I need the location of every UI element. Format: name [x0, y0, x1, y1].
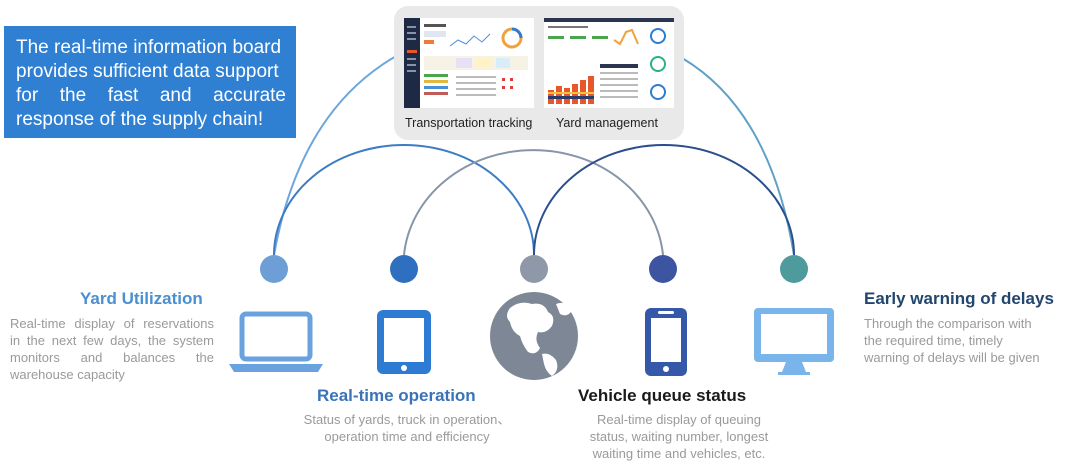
vehicle-queue-title: Vehicle queue status [578, 386, 747, 405]
arc-yard-to-globe [273, 144, 535, 256]
callout-line: for the fast and accurate [16, 85, 286, 106]
node-yard-utilization [260, 255, 288, 283]
arc-dashboard-right-to-early-warning [681, 57, 795, 256]
description-line: status, waiting number, longest [589, 429, 769, 444]
arc-globe-to-monitor [533, 144, 795, 256]
description-line: Status of yards, truck in operation、 [303, 412, 511, 427]
callout-line: The real-time information board [16, 37, 282, 58]
description-line: Real-time display of queuing [596, 412, 762, 427]
smartphone-icon [645, 308, 687, 376]
callout-line: response of the supply chain! [16, 109, 264, 130]
node-globe [520, 255, 548, 283]
description-line: in the next few days, the system [10, 333, 214, 348]
early-warning-description: Through the comparison with the required… [864, 315, 1076, 366]
transportation-tracking-caption: Transportation tracking [405, 116, 533, 130]
tablet-icon [377, 310, 431, 374]
description-line: Through the comparison with [864, 316, 1032, 331]
yard-utilization-description: Real-time display of reservations in the… [10, 315, 214, 383]
realtime-operation-description: Status of yards, truck in operation、 ope… [292, 411, 522, 445]
description-line: operation time and efficiency [324, 429, 490, 444]
dashboard-thumbnails [404, 18, 674, 108]
yard-management-caption: Yard management [556, 116, 658, 130]
laptop-icon [229, 311, 323, 372]
info-callout: The real-time information board provides… [4, 26, 296, 138]
description-line: waiting time and vehicles, etc. [592, 446, 766, 461]
description-line: monitors and balances the [10, 350, 214, 365]
node-realtime-operation [390, 255, 418, 283]
early-warning-title: Early warning of delays [864, 289, 1054, 308]
realtime-operation-title: Real-time operation [317, 386, 476, 405]
dashboard-preview-panel: Transportation tracking Yard management [394, 6, 684, 140]
description-line: Real-time display of reservations [10, 316, 214, 331]
monitor-icon [754, 308, 834, 375]
description-line: the required time, timely [864, 333, 1003, 348]
node-early-warning [780, 255, 808, 283]
globe-icon [490, 292, 578, 380]
yard-utilization-title: Yard Utilization [80, 289, 203, 308]
arc-tablet-to-phone [403, 149, 664, 256]
callout-line: provides sufficient data support [16, 61, 279, 82]
transportation-dashboard-thumbnail [404, 18, 534, 108]
vehicle-queue-description: Real-time display of queuing status, wai… [560, 411, 798, 462]
yard-dashboard-thumbnail [544, 18, 674, 108]
node-vehicle-queue [649, 255, 677, 283]
description-line: warehouse capacity [10, 367, 125, 382]
description-line: warning of delays will be given [864, 350, 1040, 365]
